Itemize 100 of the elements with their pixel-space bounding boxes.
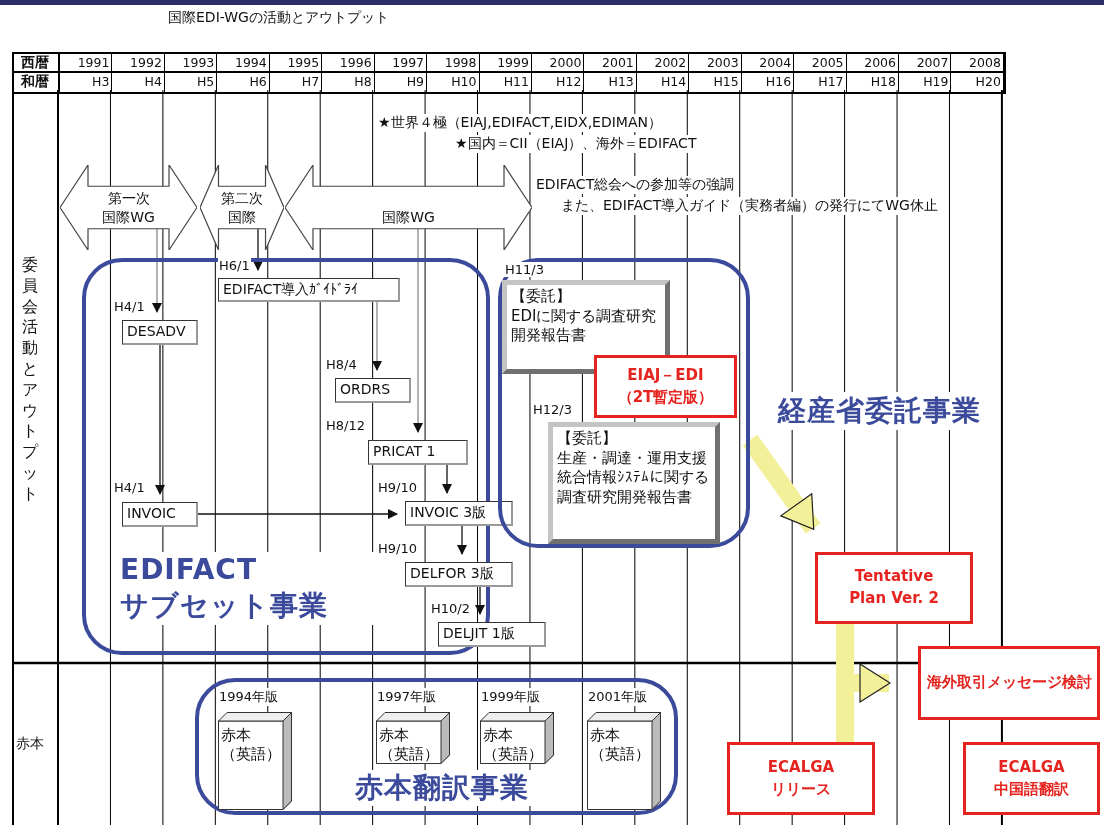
- date-label: H9/10: [377, 480, 418, 495]
- highlight-box: [727, 742, 875, 815]
- title: 国際EDI-WGの活動とアウトプット: [168, 9, 389, 27]
- arrow: [475, 586, 485, 615]
- node-label: Tentative Plan Ver. 2: [848, 566, 940, 609]
- year-cell: H4: [112, 73, 165, 92]
- node-label: 赤本: [379, 726, 410, 745]
- highlight-box: [594, 355, 737, 418]
- year-cell: H12: [531, 73, 585, 92]
- project-label: 経産省委託事業: [778, 392, 981, 430]
- node-label: （英語）: [221, 744, 282, 764]
- date-label: H12/3: [532, 402, 573, 417]
- book-drawing: [218, 712, 292, 810]
- node-label: DELFOR 3版: [410, 564, 495, 583]
- node-label: EIAJ－EDI （2T暫定版）: [616, 364, 715, 408]
- message-box: [335, 378, 411, 403]
- book-drawing: [587, 712, 661, 810]
- year-cell: 1994: [217, 54, 270, 73]
- year-cell: H17: [794, 73, 847, 92]
- double-arrow-band: [285, 165, 532, 250]
- group-frame: [498, 258, 750, 548]
- year-cell: H8: [322, 73, 375, 92]
- year-cell: 1993: [164, 54, 218, 73]
- node-label: EDIに関する調査研究開発報告書: [511, 306, 658, 346]
- date-label: H10/2: [430, 601, 471, 616]
- node-label: ORDRS: [340, 380, 392, 399]
- node-label: 第二次国際: [220, 189, 264, 226]
- year-cell: 1998: [427, 54, 480, 73]
- group-frame: [195, 678, 678, 815]
- row-header: 西暦: [14, 54, 60, 73]
- book-drawing: [376, 712, 450, 764]
- node-label: 赤本: [221, 726, 252, 745]
- arrow: [155, 344, 165, 495]
- node-label: PRICAT 1: [373, 442, 437, 461]
- highlight-box: [963, 742, 1100, 815]
- date-label: 2001年版: [587, 688, 649, 706]
- year-cell: 2000: [531, 54, 585, 73]
- highlight-box: [815, 552, 973, 624]
- date-label: H11/3: [504, 262, 545, 277]
- node-label: 【委託】: [511, 287, 572, 307]
- year-cell: H6: [217, 73, 270, 92]
- message-box: [405, 562, 513, 587]
- node-label: INVOIC 3版: [410, 503, 488, 522]
- date-label: H8/4: [325, 357, 358, 372]
- date-label: 1999年版: [480, 688, 542, 706]
- note-text: EDIFACT総会への参加等の強調: [535, 176, 736, 194]
- node-label: 【委託】: [557, 429, 618, 449]
- arrow: [372, 301, 382, 371]
- row-label: 委員会活動とアウトプット: [22, 255, 38, 505]
- node-label: 国際WG: [382, 208, 435, 227]
- arrow: [253, 228, 263, 271]
- date-label: H6/1: [218, 258, 251, 273]
- node-label: 赤本: [590, 726, 621, 745]
- year-cell: 2004: [741, 54, 795, 73]
- node-label: 赤本: [483, 726, 514, 745]
- year-cell: 2001: [584, 54, 637, 73]
- row-header: 和暦: [14, 73, 60, 92]
- node-label: INVOIC: [127, 504, 177, 523]
- date-label: 1997年版: [376, 688, 438, 706]
- year-cell: H14: [636, 73, 690, 92]
- date-label: 1994年版: [218, 688, 280, 706]
- note-text: また、EDIFACT導入ガイド（実務者編）の発行にてWG休止: [560, 197, 939, 215]
- year-cell: 1991: [60, 54, 113, 73]
- message-box: [122, 320, 198, 345]
- year-cell: 1997: [374, 54, 428, 73]
- year-cell: 2008: [951, 54, 1004, 73]
- note-text: ★国内＝CII（EIAJ）、海外＝EDIFACT: [455, 135, 697, 153]
- year-cell: H10: [427, 73, 480, 92]
- year-cell: 2002: [636, 54, 690, 73]
- book-drawing: [480, 712, 554, 764]
- block-arrow: [742, 434, 821, 534]
- year-cell: 2003: [689, 54, 742, 73]
- year-cell: H5: [164, 73, 218, 92]
- year-cell: 1995: [269, 54, 323, 73]
- message-box: [438, 622, 546, 647]
- message-box: [368, 440, 468, 465]
- year-cell: 1999: [479, 54, 532, 73]
- highlight-box: [918, 646, 1100, 720]
- arrow: [457, 525, 467, 555]
- message-box: [405, 501, 513, 526]
- year-cell: H18: [846, 73, 899, 92]
- year-cell: H7: [269, 73, 323, 92]
- year-cell: 2006: [846, 54, 899, 73]
- node-label: （英語）: [379, 744, 440, 764]
- year-cell: H11: [479, 73, 532, 92]
- node-label: EDIFACT導入ｶﾞｲﾄﾞﾗｲ: [223, 280, 360, 299]
- message-box: [218, 278, 400, 302]
- year-cell: H16: [741, 73, 795, 92]
- year-cell: 2005: [794, 54, 847, 73]
- node-label: 赤本翻訳事業: [351, 770, 533, 807]
- node-label: DESADV: [127, 322, 187, 341]
- node-label: 生産・調達・運用支援統合情報ｼｽﾃﾑに関する調査研究開発報告書: [557, 448, 710, 507]
- row-label: 赤本: [16, 735, 44, 753]
- double-arrow-band: [200, 165, 284, 250]
- arrow: [442, 464, 452, 494]
- year-cell: 2007: [899, 54, 952, 73]
- year-cell: 1992: [112, 54, 165, 73]
- year-cell: H13: [584, 73, 637, 92]
- year-cell: H15: [689, 73, 742, 92]
- double-arrow-band: [60, 165, 197, 250]
